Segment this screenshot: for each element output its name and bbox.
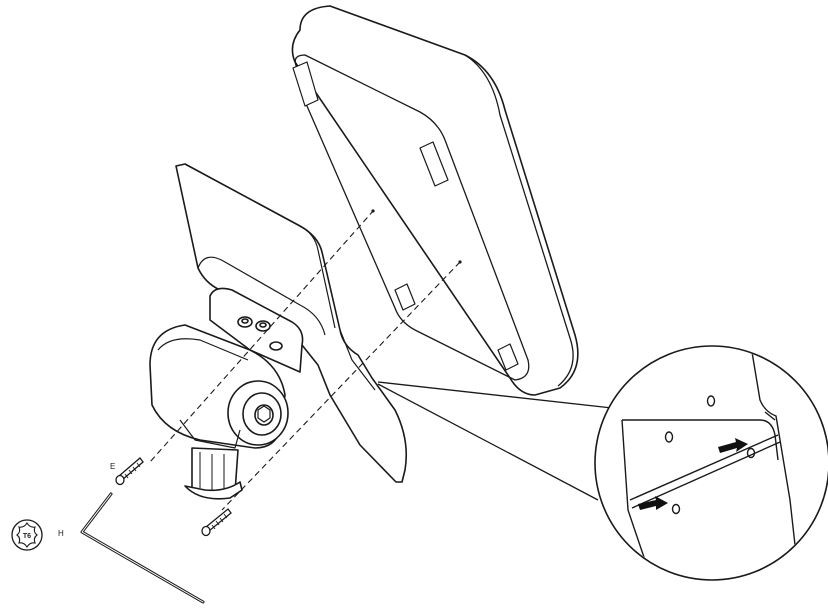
detail-callout (377, 345, 828, 581)
tablet-device (291, 5, 579, 396)
zoom-hole-4 (746, 447, 756, 459)
foot-bottom-right (497, 343, 519, 371)
l-hex-key-icon (80, 492, 205, 604)
detail-view (621, 347, 801, 579)
torx-size-label: T6 (23, 533, 31, 540)
zoom-hole-1 (664, 431, 674, 443)
screw-lower (201, 508, 232, 537)
foot-top-right (419, 141, 449, 187)
torx-t6-icon: T6 (11, 519, 43, 551)
guide-line-lower (221, 261, 461, 511)
foot-top-left (292, 61, 319, 107)
screw-e-label: E (110, 462, 115, 471)
top-bolt-3 (269, 341, 283, 351)
top-bolt-2 (255, 320, 271, 332)
zoom-hole-3 (671, 503, 681, 515)
swivel-joint (149, 287, 304, 500)
hex-socket (257, 405, 271, 423)
arrow-icon (718, 438, 748, 453)
assembly-guide-lines (149, 209, 461, 511)
screw-e (115, 457, 144, 486)
foot-bottom-left (394, 283, 416, 311)
zoom-hole-2 (706, 395, 716, 407)
guide-line-upper (149, 209, 375, 463)
hex-key-label: H (58, 529, 64, 538)
arrow-icon (638, 496, 668, 510)
top-bolt-1 (237, 316, 253, 328)
